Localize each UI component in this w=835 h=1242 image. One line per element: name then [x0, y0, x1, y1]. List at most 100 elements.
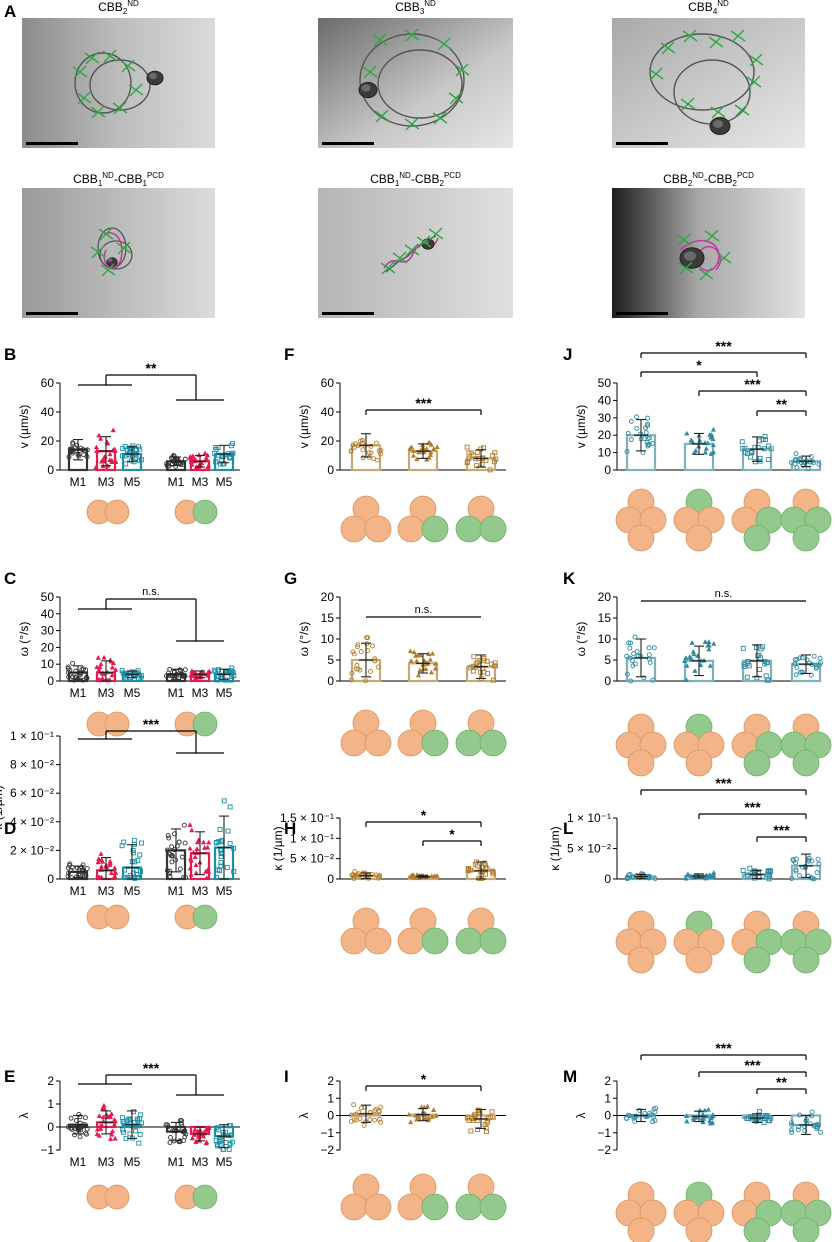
data-point	[812, 1122, 818, 1128]
sphere-icon	[455, 515, 483, 543]
sphere-icon	[685, 1217, 713, 1242]
data-point	[705, 1106, 711, 1112]
data-point	[227, 804, 233, 810]
track-marker	[100, 263, 116, 277]
sphere-icon	[340, 515, 368, 543]
y-tick-label: 1	[327, 1091, 334, 1105]
data-point	[372, 658, 378, 664]
data-point	[213, 445, 219, 451]
data-point	[634, 425, 640, 431]
track-marker	[128, 83, 144, 97]
data-point	[206, 839, 212, 845]
data-point	[684, 663, 690, 668]
image-title-part: CBB	[688, 0, 713, 14]
track-marker	[416, 235, 432, 249]
data-point	[351, 1102, 357, 1108]
data-point	[109, 1128, 116, 1134]
data-point	[127, 1131, 133, 1137]
x-tick-label: M5	[216, 884, 233, 898]
data-point	[101, 654, 107, 660]
data-point	[652, 1109, 658, 1115]
sphere-icon	[467, 907, 495, 935]
data-point	[96, 432, 102, 438]
data-point	[80, 666, 86, 672]
y-axis-label: κ (1/µm)	[271, 826, 285, 870]
data-point	[367, 668, 373, 674]
data-point	[647, 660, 653, 665]
trajectory	[359, 33, 465, 127]
data-point	[363, 678, 369, 684]
data-point	[228, 443, 234, 449]
image-title-part: ND	[692, 171, 704, 180]
data-point	[136, 1140, 142, 1146]
data-point	[368, 450, 374, 456]
data-point	[119, 453, 125, 459]
data-point	[167, 868, 173, 874]
data-point	[409, 872, 415, 878]
data-point	[225, 828, 231, 834]
data-point	[113, 870, 119, 875]
data-point	[206, 669, 212, 674]
data-point	[758, 646, 764, 652]
data-point	[491, 459, 497, 465]
data-point	[98, 851, 104, 856]
data-point	[112, 1118, 118, 1123]
track-marker	[454, 63, 470, 77]
data-point	[707, 1118, 713, 1123]
data-point	[702, 449, 709, 455]
data-point	[816, 461, 822, 467]
image-title-part: 3	[420, 7, 425, 16]
data-point	[84, 454, 90, 460]
plot-D: D02 × 10⁻²4 × 10⁻²6 × 10⁻²8 × 10⁻²1 × 10…	[0, 716, 240, 930]
data-point	[427, 656, 433, 662]
data-point	[163, 1122, 169, 1128]
data-point	[108, 1111, 115, 1116]
data-point	[413, 874, 419, 880]
data-point	[646, 652, 652, 658]
data-point	[177, 866, 183, 872]
sphere-icon	[421, 515, 449, 543]
data-point	[99, 675, 106, 681]
data-point	[218, 839, 224, 845]
y-tick-label: 10	[598, 632, 612, 646]
data-point	[107, 1114, 114, 1119]
data-point	[83, 873, 89, 879]
y-axis-label: λ	[17, 1113, 31, 1119]
data-point	[378, 451, 383, 457]
sphere-icon	[685, 946, 713, 974]
data-point	[139, 457, 144, 463]
data-point	[348, 448, 354, 454]
significance-label: ***	[715, 775, 732, 791]
data-point	[808, 672, 814, 678]
data-point	[414, 658, 420, 663]
data-point	[626, 872, 632, 878]
x-tick-label: M5	[124, 884, 141, 898]
y-tick-label: 5	[604, 653, 611, 667]
data-point	[650, 440, 655, 446]
data-point	[227, 1142, 233, 1147]
scale-bar	[26, 312, 78, 315]
track-marker	[708, 35, 724, 49]
data-point	[78, 1127, 84, 1133]
image-title-part: CBB	[663, 172, 688, 186]
data-point	[789, 1120, 794, 1126]
y-tick-label: 0	[604, 674, 611, 688]
data-point	[110, 427, 116, 433]
y-tick-label: −1	[40, 1143, 54, 1157]
y-tick-label: 1	[604, 1091, 611, 1105]
data-point	[68, 1115, 74, 1121]
data-point	[96, 1113, 102, 1119]
y-tick-label: 1 × 10⁻¹	[567, 811, 611, 825]
data-point	[464, 1115, 470, 1121]
data-point	[99, 858, 106, 864]
data-point	[203, 1140, 209, 1146]
data-point	[360, 455, 366, 461]
sphere-icon	[104, 1184, 130, 1210]
data-point	[213, 875, 219, 881]
data-point	[169, 844, 175, 850]
image-title-part: -CBB	[114, 172, 143, 186]
data-point	[632, 634, 638, 640]
sphere-icon	[364, 1193, 392, 1221]
data-point	[182, 456, 188, 462]
